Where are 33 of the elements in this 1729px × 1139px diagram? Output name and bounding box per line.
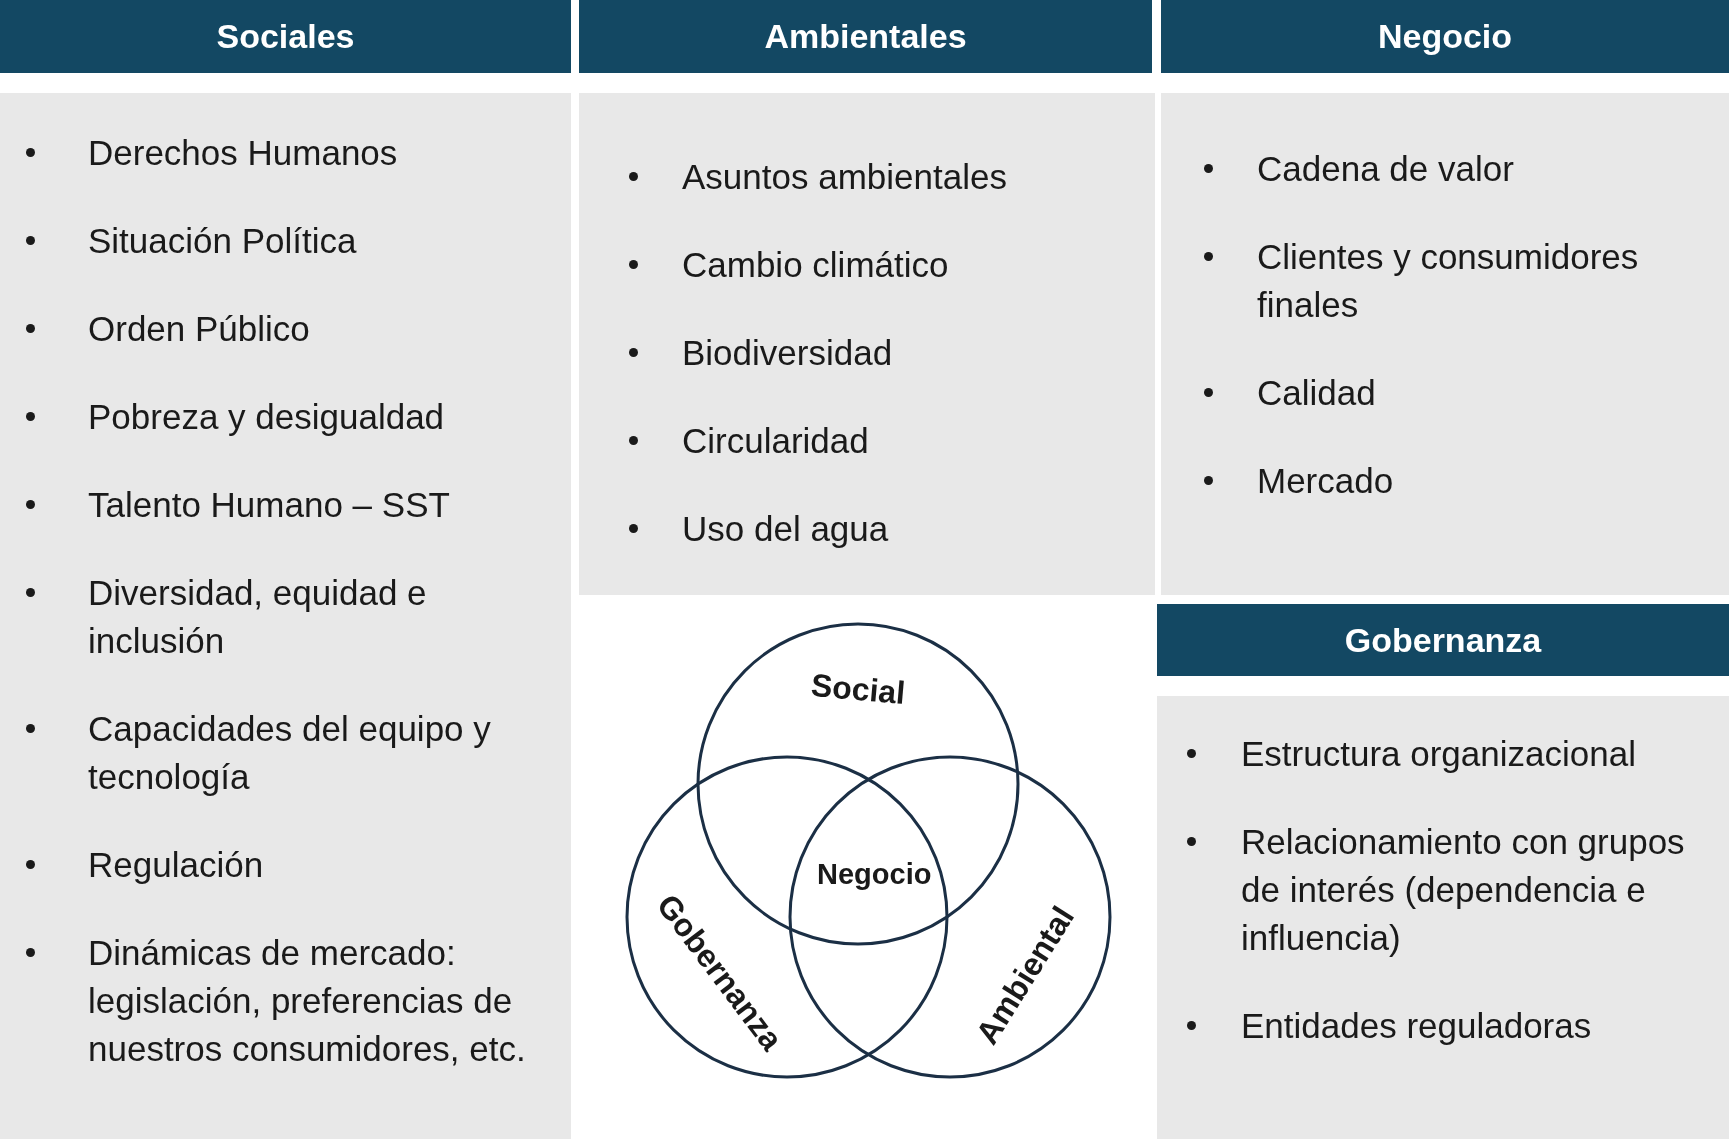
panel-card [579,93,1155,595]
bullet-text: Situación Política [88,221,357,260]
bullet-text: Circularidad [682,421,869,460]
bullet-text: Clientes y consumidores finales [1257,237,1639,324]
bullet-text: Diversidad, equidad e inclusión [88,573,427,660]
header-band: Gobernanza [1157,604,1729,676]
bullet-text: Talento Humano – SST [88,485,450,524]
bullet-text: Uso del agua [682,509,889,548]
bullet-text: Derechos Humanos [88,133,398,172]
bullet-text: Cambio climático [682,245,949,284]
panel-card [0,93,571,1139]
bullet-text: Cadena de valor [1257,149,1514,188]
header-band: Ambientales [579,0,1152,73]
bullet-text: Orden Público [88,309,310,348]
panel-card [1161,93,1729,595]
bullet-text: Entidades reguladoras [1241,1006,1592,1045]
bullet-text: Dinámicas de mercado: legislación, preferencias de nuestros consumidores, etc. [88,933,526,1068]
bullet-text: Relacionamiento con grupos de interés (dependencia e influencia) [1241,822,1685,957]
bullet-text: Capacidades del equipo y tecnología [88,709,491,796]
header-band: Negocio [1161,0,1729,73]
circle-label: Social [809,666,907,712]
bullet-text: Biodiversidad [682,333,893,372]
bullet-text: Pobreza y desigualdad [88,397,445,436]
venn-center-label: Negocio [817,857,932,891]
bullet-text: Regulación [88,845,264,884]
header-band: Sociales [0,0,571,73]
panel-card [1157,696,1729,1139]
bullet-text: Asuntos ambientales [682,157,1007,196]
venn-circle [788,755,1112,1079]
bullet-text: Mercado [1257,461,1394,500]
venn-circle [625,755,949,1079]
bullet-text: Calidad [1257,373,1376,412]
bullet-text: Estructura organizacional [1241,734,1636,773]
